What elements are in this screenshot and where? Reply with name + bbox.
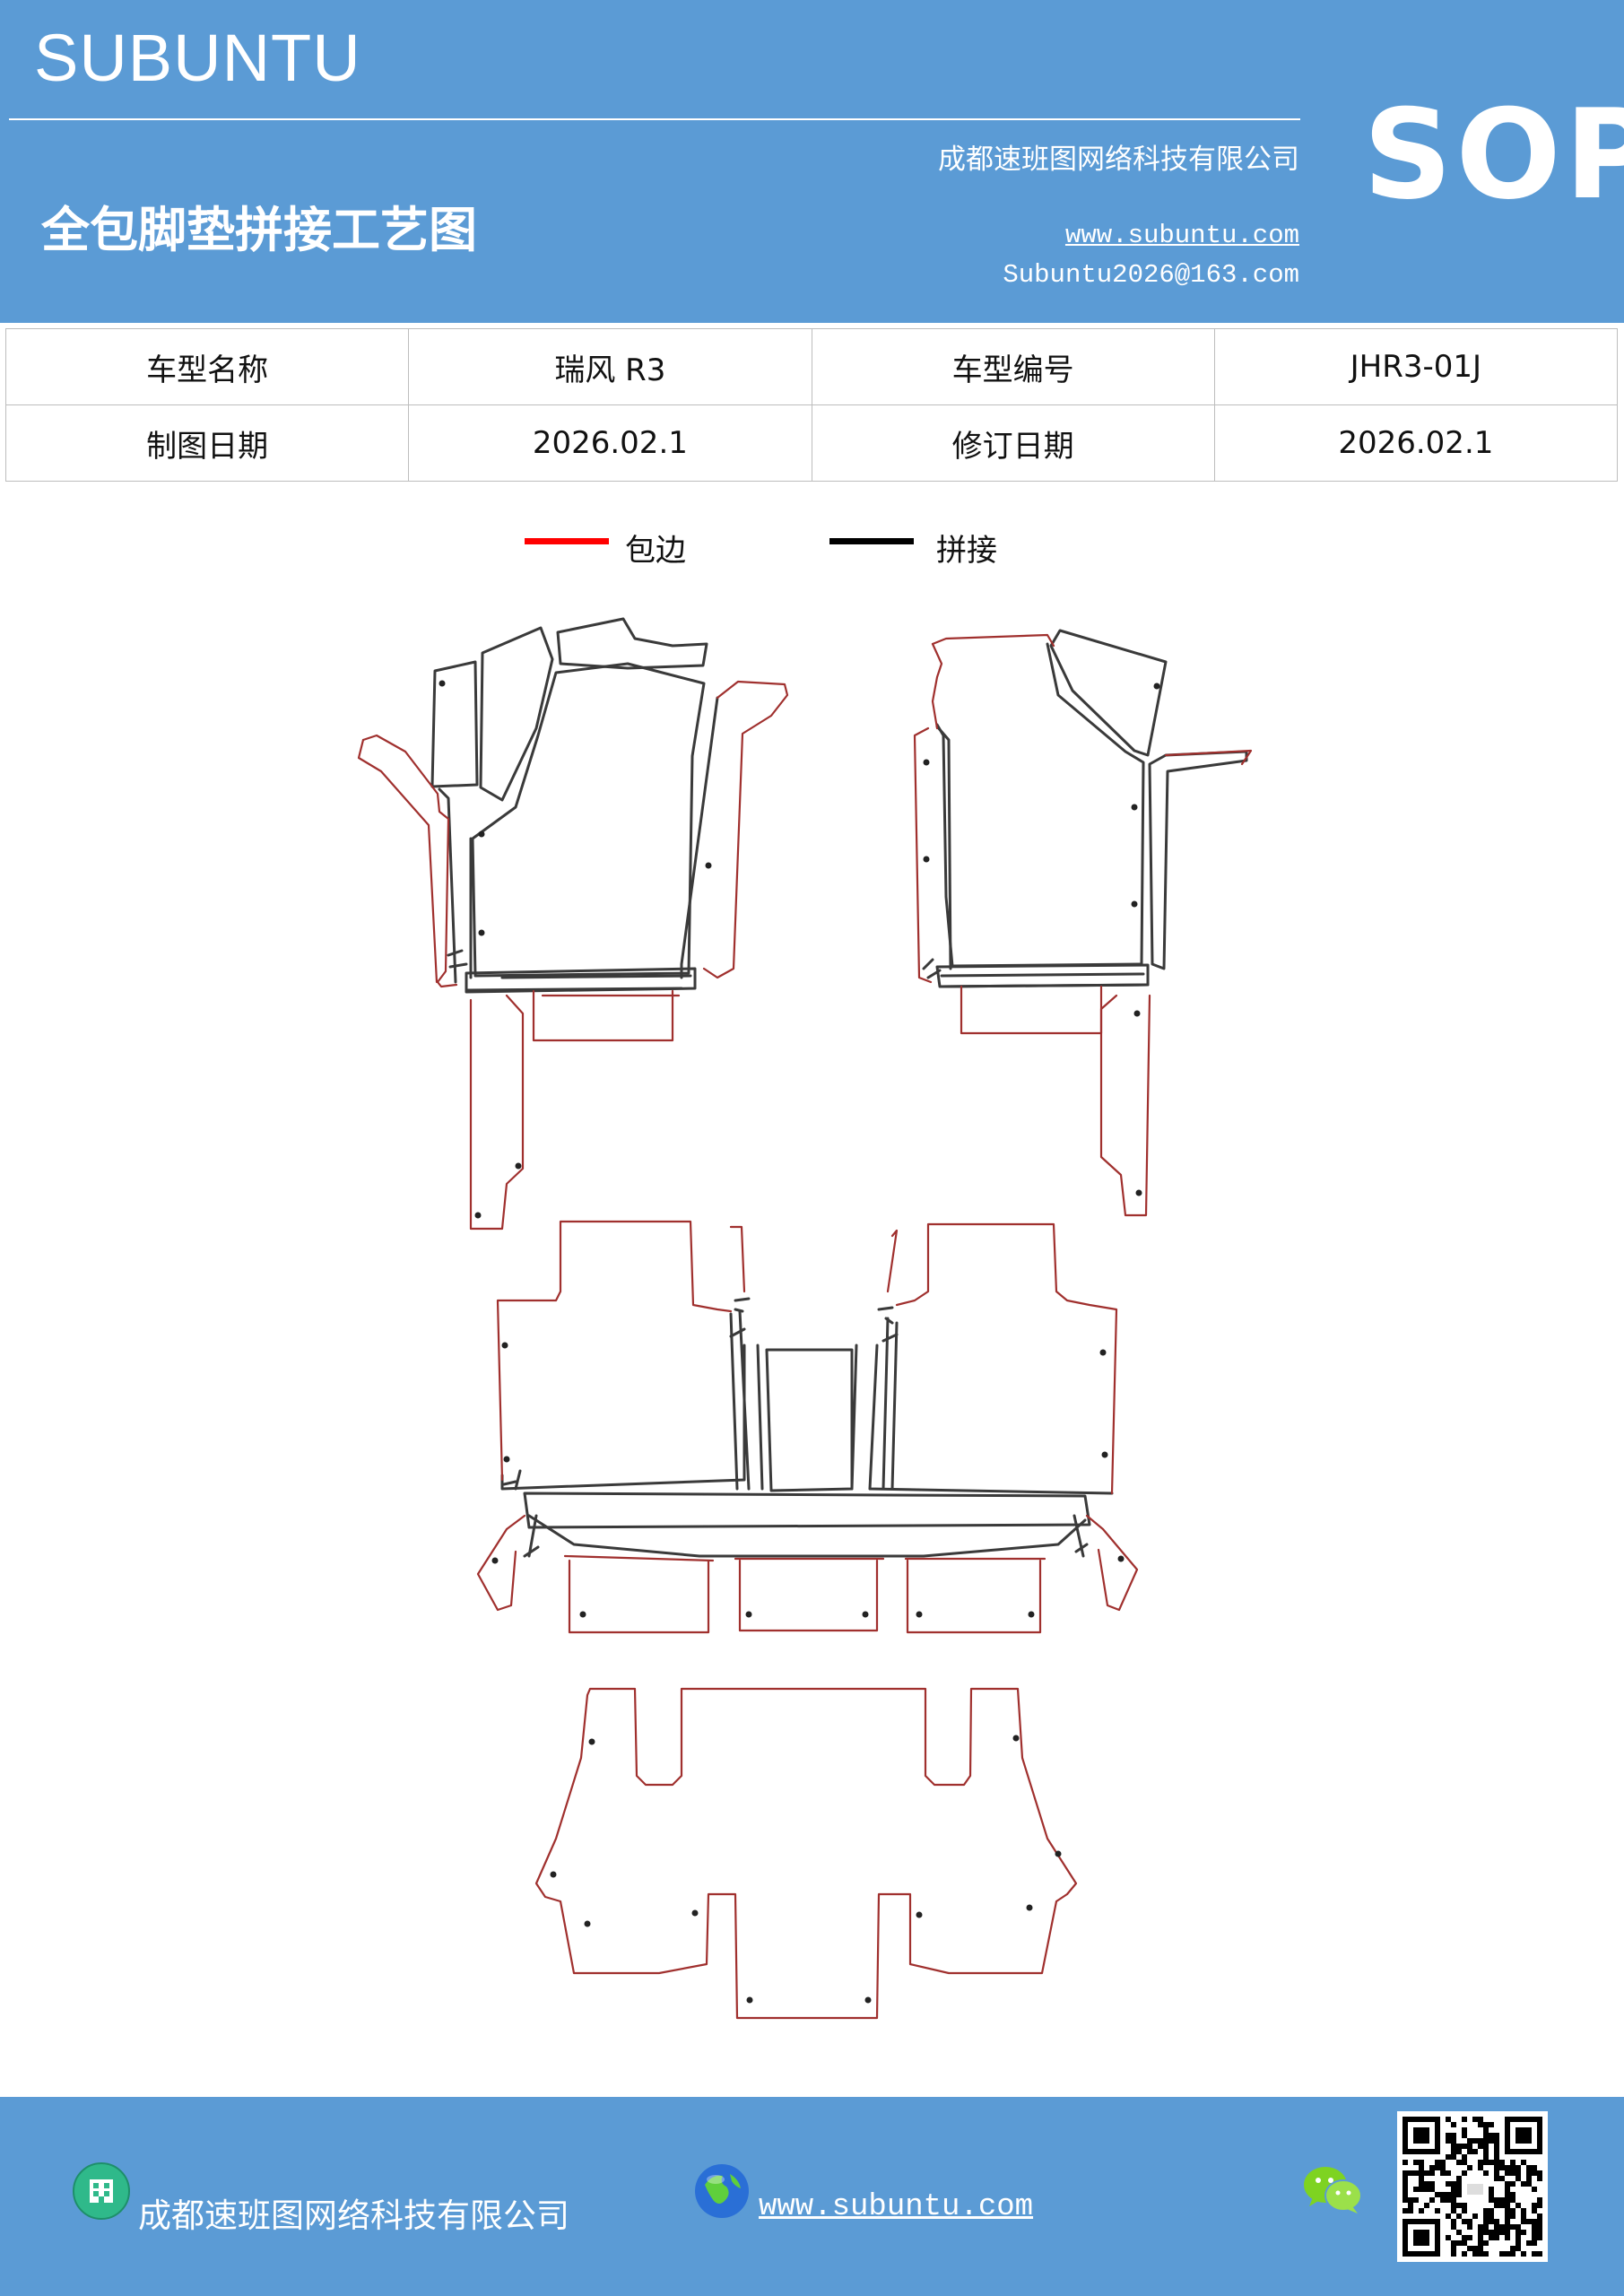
model-code-value: JHR3-01J	[1213, 328, 1619, 405]
front-right-mat-group	[913, 629, 1253, 1217]
legend-seam-label: 拼接	[936, 533, 997, 569]
building-icon	[73, 2162, 130, 2220]
revise-date-value: 2026.02.1	[1213, 404, 1619, 482]
footer-website-link[interactable]: www.subuntu.com	[759, 2190, 1034, 2224]
brand-name: SUBUNTU	[34, 21, 361, 95]
model-name-value: 瑞风 R3	[408, 328, 812, 405]
globe-icon	[695, 2164, 749, 2218]
front-left-mat-group	[357, 617, 789, 1231]
website-link[interactable]: www.subuntu.com	[1064, 221, 1299, 250]
table-row: 制图日期 2026.02.1 修订日期 2026.02.1	[4, 404, 1619, 482]
model-name-label: 车型名称	[4, 328, 410, 405]
legend-edge-label: 包边	[625, 533, 686, 569]
page-header: SUBUNTU 成都速班图网络科技有限公司 全包脚垫拼接工艺图 www.subu…	[0, 0, 1624, 323]
model-code-label: 车型编号	[811, 328, 1215, 405]
legend-seam-swatch	[829, 538, 914, 544]
document-title: 全包脚垫拼接工艺图	[41, 201, 477, 258]
middle-mat-group	[476, 1220, 1139, 1634]
rear-mat	[534, 1687, 1078, 2020]
legend: 包边 拼接	[0, 522, 1624, 576]
qr-code[interactable]	[1397, 2111, 1548, 2262]
revise-date-label: 修订日期	[811, 404, 1215, 482]
email-address: Subuntu2026@163.com	[1003, 260, 1299, 290]
draw-date-value: 2026.02.1	[408, 404, 812, 482]
wechat-icon	[1304, 2167, 1362, 2213]
table-row: 车型名称 瑞风 R3 车型编号 JHR3-01J	[4, 328, 1619, 405]
vehicle-info-table: 车型名称 瑞风 R3 车型编号 JHR3-01J 制图日期 2026.02.1 …	[4, 328, 1619, 482]
sop-badge: SOP	[1363, 83, 1624, 227]
floor-mat-diagram	[357, 617, 1253, 2020]
page-footer: 成都速班图网络科技有限公司 www.subuntu.com	[0, 2097, 1624, 2296]
company-name: 成都速班图网络科技有限公司	[938, 144, 1299, 176]
footer-company-name: 成都速班图网络科技有限公司	[138, 2196, 569, 2235]
draw-date-label: 制图日期	[4, 404, 410, 482]
qr-code-pattern	[1403, 2117, 1542, 2257]
header-divider	[9, 118, 1300, 120]
legend-edge-swatch	[525, 538, 609, 544]
